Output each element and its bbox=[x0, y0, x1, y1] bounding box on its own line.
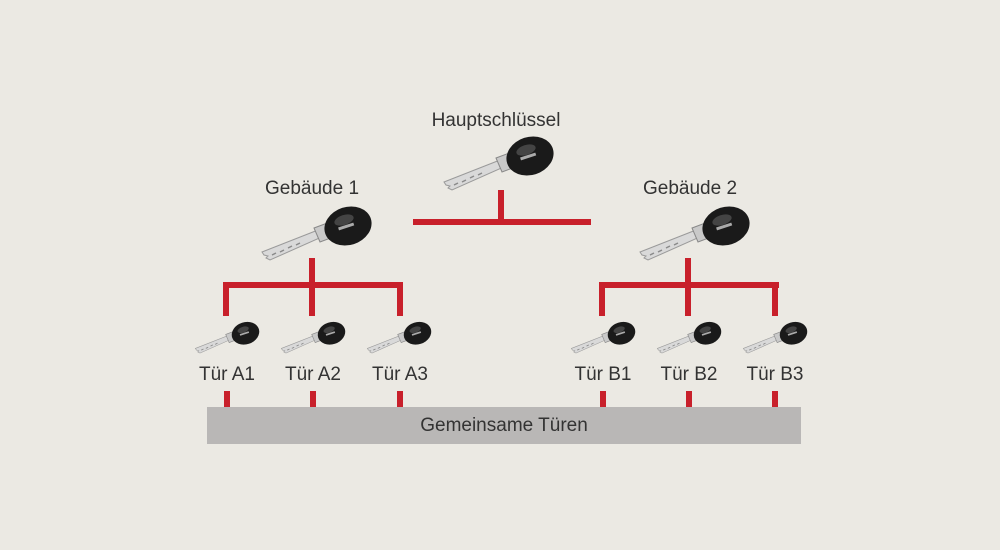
building-2-label: Gebäude 2 bbox=[642, 178, 738, 199]
connector-a1 bbox=[224, 391, 230, 408]
master-key-label: Hauptschlüssel bbox=[431, 110, 561, 131]
branch-a3 bbox=[397, 282, 403, 316]
connector-a3 bbox=[397, 391, 403, 408]
connector-a2 bbox=[310, 391, 316, 408]
door-a1-key-icon bbox=[193, 318, 263, 359]
branch-b3 bbox=[772, 282, 778, 316]
building-1-label: Gebäude 1 bbox=[264, 178, 360, 199]
door-b3-label: Tür B3 bbox=[746, 364, 804, 385]
door-b1-label: Tür B1 bbox=[574, 364, 632, 385]
connector-b2 bbox=[686, 391, 692, 408]
branch-a1 bbox=[223, 282, 229, 316]
door-a2-key-icon bbox=[279, 318, 349, 359]
door-a3-key-icon bbox=[365, 318, 435, 359]
connector-b3 bbox=[772, 391, 778, 408]
door-b2-label: Tür B2 bbox=[660, 364, 718, 385]
branch-b2 bbox=[685, 282, 691, 316]
master-stem bbox=[498, 190, 504, 222]
master-connector bbox=[413, 219, 591, 225]
branch-b1 bbox=[599, 282, 605, 316]
shared-doors-bar: Gemeinsame Türen bbox=[207, 407, 801, 444]
door-b2-key-icon bbox=[655, 318, 725, 359]
door-b3-key-icon bbox=[741, 318, 811, 359]
door-b1-key-icon bbox=[569, 318, 639, 359]
door-a3-label: Tür A3 bbox=[372, 364, 428, 385]
door-a2-label: Tür A2 bbox=[285, 364, 341, 385]
building-2-stem bbox=[685, 258, 691, 286]
building-1-key-icon bbox=[258, 200, 378, 270]
building-1-stem bbox=[309, 258, 315, 286]
branch-a2 bbox=[309, 282, 315, 316]
building-2-key-icon bbox=[636, 200, 756, 270]
connector-b1 bbox=[600, 391, 606, 408]
door-a1-label: Tür A1 bbox=[199, 364, 255, 385]
shared-doors-label: Gemeinsame Türen bbox=[420, 414, 588, 436]
